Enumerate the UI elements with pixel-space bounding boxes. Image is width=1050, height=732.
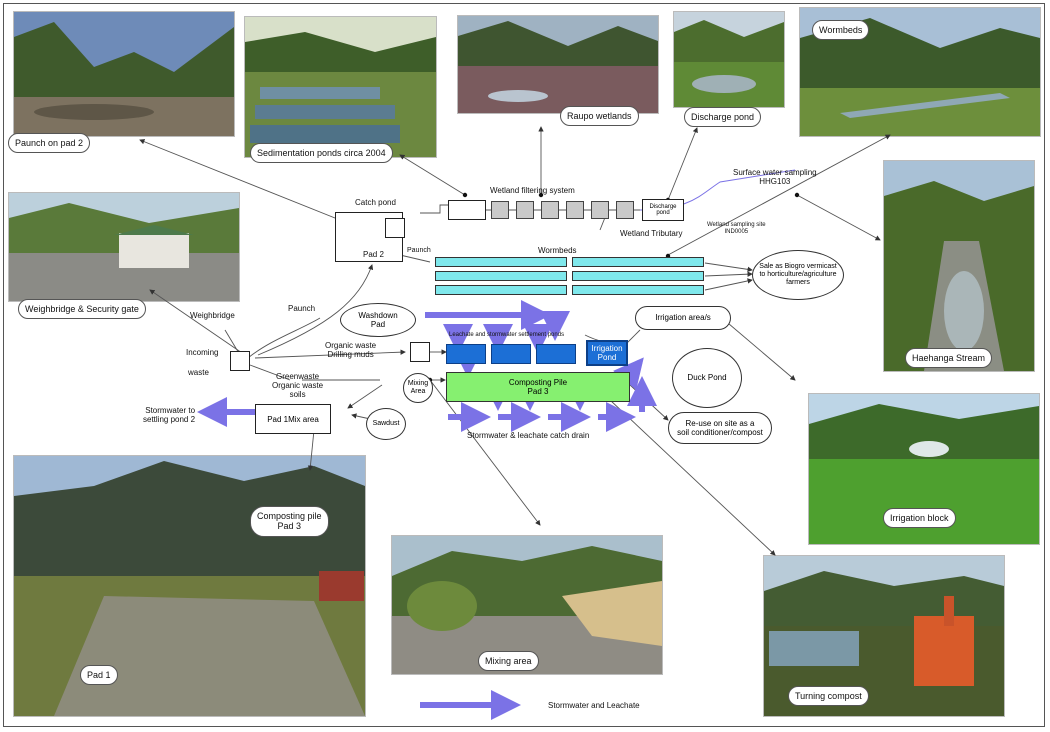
label-organic-waste: Organic waste Drilling muds xyxy=(325,341,377,360)
legend-label: Stormwater and Leachate xyxy=(548,701,640,710)
duck-pond-oval: Duck Pond xyxy=(672,348,742,408)
caption-turning-compost: Turning compost xyxy=(788,686,869,707)
label-greenwaste: Greenwaste Organic waste soils xyxy=(272,372,324,400)
label-wetland-system: Wetland filtering system xyxy=(490,186,575,195)
reuse-oval: Re-use on site as a soil conditioner/com… xyxy=(668,412,772,444)
pad1-mix-box: Pad 1Mix area xyxy=(255,404,331,434)
label-wormbeds: Wormbeds xyxy=(538,246,577,255)
label-paunch-small: Paunch xyxy=(407,247,431,254)
washdown-pad-oval: Washdown Pad xyxy=(340,303,416,337)
caption-discharge: Discharge pond xyxy=(684,107,762,128)
wormbed-row-3b xyxy=(572,285,704,295)
caption-pad1: Pad 1 xyxy=(80,665,118,686)
photo-haehanga xyxy=(883,160,1035,372)
receiving-box xyxy=(410,342,430,362)
label-incoming: Incoming xyxy=(186,348,219,357)
wetland-cell-2 xyxy=(516,201,534,219)
photo-irrigation-block xyxy=(808,393,1040,545)
label-stormwater-settling: Stormwater to settling pond 2 xyxy=(143,406,196,425)
photo-composting-pile xyxy=(13,455,366,717)
wetland-inlet-box xyxy=(448,200,486,220)
diagram-frame xyxy=(3,3,1045,727)
label-leachate-ponds: Leachate and stormwater settlement ponds xyxy=(449,332,565,338)
photo-mixing-area xyxy=(391,535,663,675)
wetland-cell-1 xyxy=(491,201,509,219)
label-waste: waste xyxy=(188,368,209,377)
label-weighbridge: Weighbridge xyxy=(190,311,235,320)
photo-paunch-pad2 xyxy=(13,11,235,137)
wormbed-row-3a xyxy=(435,285,567,295)
weighbridge-box xyxy=(230,351,250,371)
caption-weighbridge: Weighbridge & Security gate xyxy=(18,299,146,320)
caption-mixing-area: Mixing area xyxy=(478,651,539,672)
photo-weighbridge xyxy=(8,192,240,302)
caption-sedimentation: Sedimentation ponds circa 2004 xyxy=(250,143,393,164)
leachate-pond-2 xyxy=(491,344,531,364)
irrigation-pond-box: Irrigation Pond xyxy=(586,340,628,366)
caption-haehanga: Haehanga Stream xyxy=(905,348,993,369)
caption-raupo: Raupo wetlands xyxy=(560,106,639,127)
label-catch-drain: Stormwater & leachate catch drain xyxy=(467,431,590,440)
sawdust-oval: Sawdust xyxy=(366,408,406,440)
discharge-pond-label: Discharge pond xyxy=(649,204,677,216)
caption-irrigation-block: Irrigation block xyxy=(883,508,956,529)
mixing-area-oval: Mixing Area xyxy=(403,373,433,403)
caption-composting-line: Composting pile Pad 3 xyxy=(257,511,322,532)
label-wetland-tributary: Wetland Tributary xyxy=(620,229,683,238)
wormbed-row-2a xyxy=(435,271,567,281)
photo-raupo xyxy=(457,15,659,114)
photo-sedimentation xyxy=(244,16,437,158)
label-paunch: Paunch xyxy=(288,304,316,313)
irrigation-areas-oval: Irrigation area/s xyxy=(635,306,731,330)
sale-biogro-oval: Sale as Biogro vermicast to horticulture… xyxy=(752,250,844,300)
discharge-pond-box: Discharge pond xyxy=(642,199,684,221)
catch-pond-box xyxy=(385,218,405,238)
leachate-pond-3 xyxy=(536,344,576,364)
label-pad2: Pad 2 xyxy=(363,250,384,259)
wetland-cell-6 xyxy=(616,201,634,219)
photo-discharge xyxy=(673,11,785,108)
label-surface-sampling: Surface water sampling HHG103 xyxy=(733,168,817,187)
wormbed-row-1b xyxy=(572,257,704,267)
caption-composting-pile: Composting pile Pad 3 xyxy=(250,506,329,537)
leachate-pond-1 xyxy=(446,344,486,364)
wormbed-row-1a xyxy=(435,257,567,267)
label-catch-pond: Catch pond xyxy=(355,198,396,207)
photo-wormbeds xyxy=(799,7,1041,137)
wetland-cell-4 xyxy=(566,201,584,219)
wetland-cell-5 xyxy=(591,201,609,219)
caption-wormbeds: Wormbeds xyxy=(812,20,870,41)
composting-pile-box: Composting Pile Pad 3 xyxy=(446,372,630,402)
photo-turning-compost xyxy=(763,555,1005,717)
caption-paunch-pad2: Paunch on pad 2 xyxy=(8,133,91,154)
wetland-cell-3 xyxy=(541,201,559,219)
label-wetland-sampling: Wetland sampling site IND0005 xyxy=(707,222,766,235)
wormbed-row-2b xyxy=(572,271,704,281)
